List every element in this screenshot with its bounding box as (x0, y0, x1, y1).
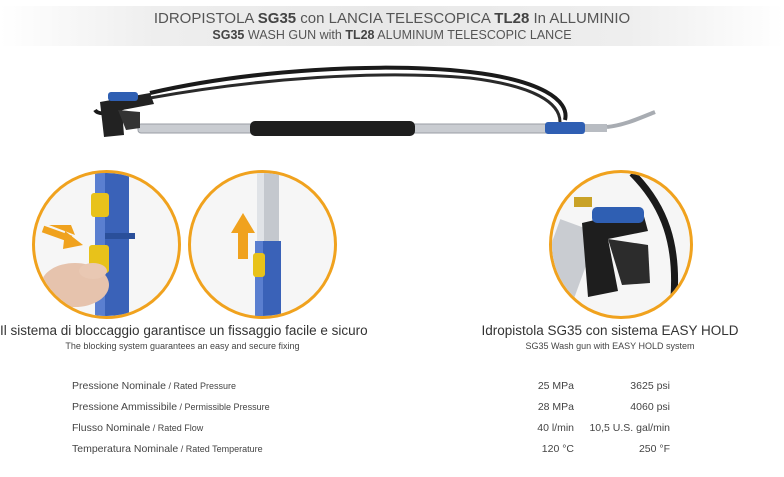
lock-caption-italian: Il sistema di bloccaggio garantisce un f… (0, 323, 368, 338)
gun-caption-english: SG35 Wash gun with EASY HOLD system (525, 341, 695, 351)
spec-metric-value: 120 °C (541, 443, 574, 455)
title-italian: IDROPISTOLA SG35 con LANCIA TELESCOPICA … (153, 10, 631, 27)
spec-label: Flusso Nominale / Rated Flow (72, 422, 204, 434)
spec-imperial-value: 250 °F (638, 443, 670, 455)
spec-row-rated-flow: Flusso Nominale / Rated Flow 40 l/min 10… (72, 422, 692, 440)
detail-gun-circle (549, 170, 693, 319)
lock-caption: Il sistema di bloccaggio garantisce un f… (0, 323, 368, 351)
spec-row-rated-temperature: Temperatura Nominale / Rated Temperature… (72, 443, 692, 461)
spec-row-permissible-pressure: Pressione Ammissibile / Permissible Pres… (72, 401, 692, 419)
spec-metric-value: 25 MPa (537, 380, 574, 392)
spec-label: Temperatura Nominale / Rated Temperature (72, 443, 263, 455)
spec-row-rated-pressure: Pressione Nominale / Rated Pressure 25 M… (72, 380, 692, 398)
wash-gun-lance-image (93, 65, 656, 137)
gun-caption: Idropistola SG35 con sistema EASY HOLD S… (480, 323, 740, 351)
detail-extension-circle (188, 170, 337, 319)
detail-lock-circle (32, 170, 181, 319)
spec-metric-value: 40 l/min (537, 422, 574, 434)
spec-label: Pressione Ammissibile / Permissible Pres… (72, 401, 270, 413)
spec-label: Pressione Nominale / Rated Pressure (72, 380, 236, 392)
spec-imperial-value: 3625 psi (630, 380, 670, 392)
spec-metric-value: 28 MPa (537, 401, 574, 413)
title-english: SG35 WASH GUN with TL28 ALUMINUM TELESCO… (212, 28, 572, 42)
lock-caption-english: The blocking system guarantees an easy a… (65, 341, 300, 351)
spec-imperial-value: 10,5 U.S. gal/min (589, 422, 670, 434)
spec-imperial-value: 4060 psi (630, 401, 670, 413)
gun-caption-italian: Idropistola SG35 con sistema EASY HOLD (481, 323, 739, 338)
title-banner (0, 6, 784, 46)
